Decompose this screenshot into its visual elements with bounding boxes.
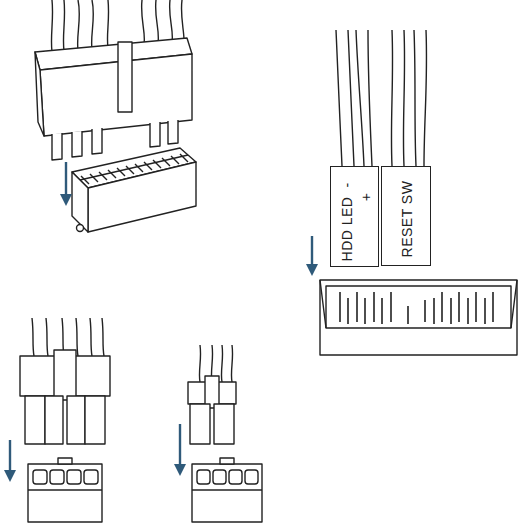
atx-plug (35, 38, 192, 160)
pin-label: + (359, 193, 373, 202)
insert-arrow (179, 424, 181, 470)
insert-arrow (65, 162, 67, 200)
eps-receptacle (28, 458, 102, 522)
pin-label: - (340, 182, 354, 187)
insert-arrow (9, 440, 11, 476)
plug-housing: HDD LED - + (330, 166, 379, 267)
pin-label: RESET SW (400, 181, 414, 258)
pin-header (320, 280, 517, 355)
plug-housing: RESET SW (381, 166, 431, 266)
front-panel-wires (336, 30, 427, 166)
insert-arrow (311, 236, 313, 270)
atx12v-receptacle (192, 458, 262, 522)
atx12v-plug (188, 345, 236, 444)
atx-receptacle (72, 148, 196, 232)
pin-label: HDD LED (340, 197, 354, 262)
eps-plug (20, 318, 110, 444)
